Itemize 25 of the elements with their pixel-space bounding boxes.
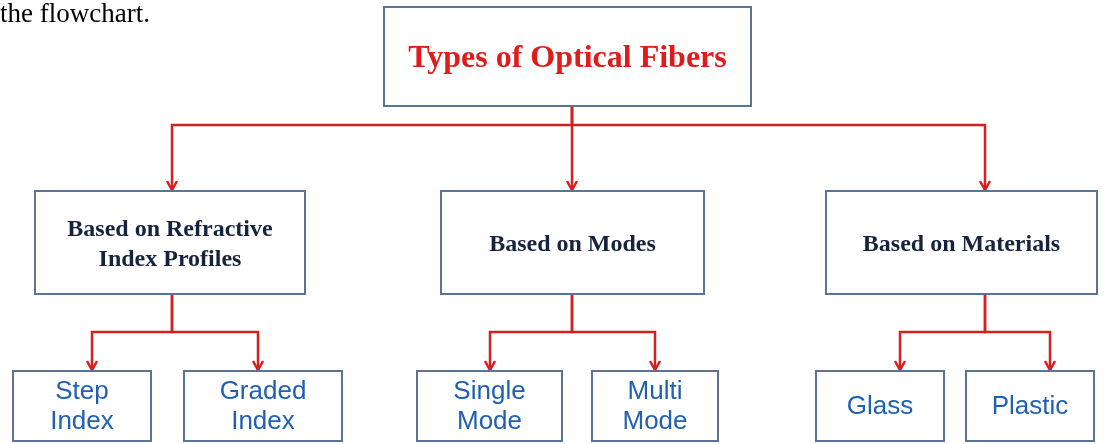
process-box bbox=[965, 370, 1095, 442]
process-box bbox=[825, 190, 1098, 295]
box-label: Based on Materials bbox=[861, 228, 1062, 258]
process-box bbox=[440, 190, 705, 295]
box-label: Step Index bbox=[49, 376, 115, 436]
arrow bbox=[983, 295, 1057, 372]
arrow bbox=[570, 295, 662, 372]
box-label: Single Mode bbox=[452, 376, 527, 436]
process-box bbox=[34, 190, 306, 295]
box-label: Glass bbox=[845, 391, 915, 421]
box-label: Based on Refractive Index Profiles bbox=[66, 213, 274, 273]
box-label: Types of Optical Fibers bbox=[407, 38, 728, 75]
process-box bbox=[591, 370, 719, 442]
box-label: Based on Modes bbox=[488, 228, 657, 258]
process-box bbox=[183, 370, 343, 442]
process-box bbox=[416, 370, 563, 442]
arrow bbox=[170, 295, 265, 372]
process-box bbox=[383, 6, 752, 107]
note-text: the flowchart. bbox=[0, 0, 150, 27]
process-box bbox=[815, 370, 945, 442]
process-box bbox=[12, 370, 152, 442]
box-label: Plastic bbox=[990, 391, 1070, 421]
box-label: Graded Index bbox=[218, 376, 308, 436]
arrow bbox=[570, 107, 992, 192]
box-label: Multi Mode bbox=[621, 376, 689, 436]
